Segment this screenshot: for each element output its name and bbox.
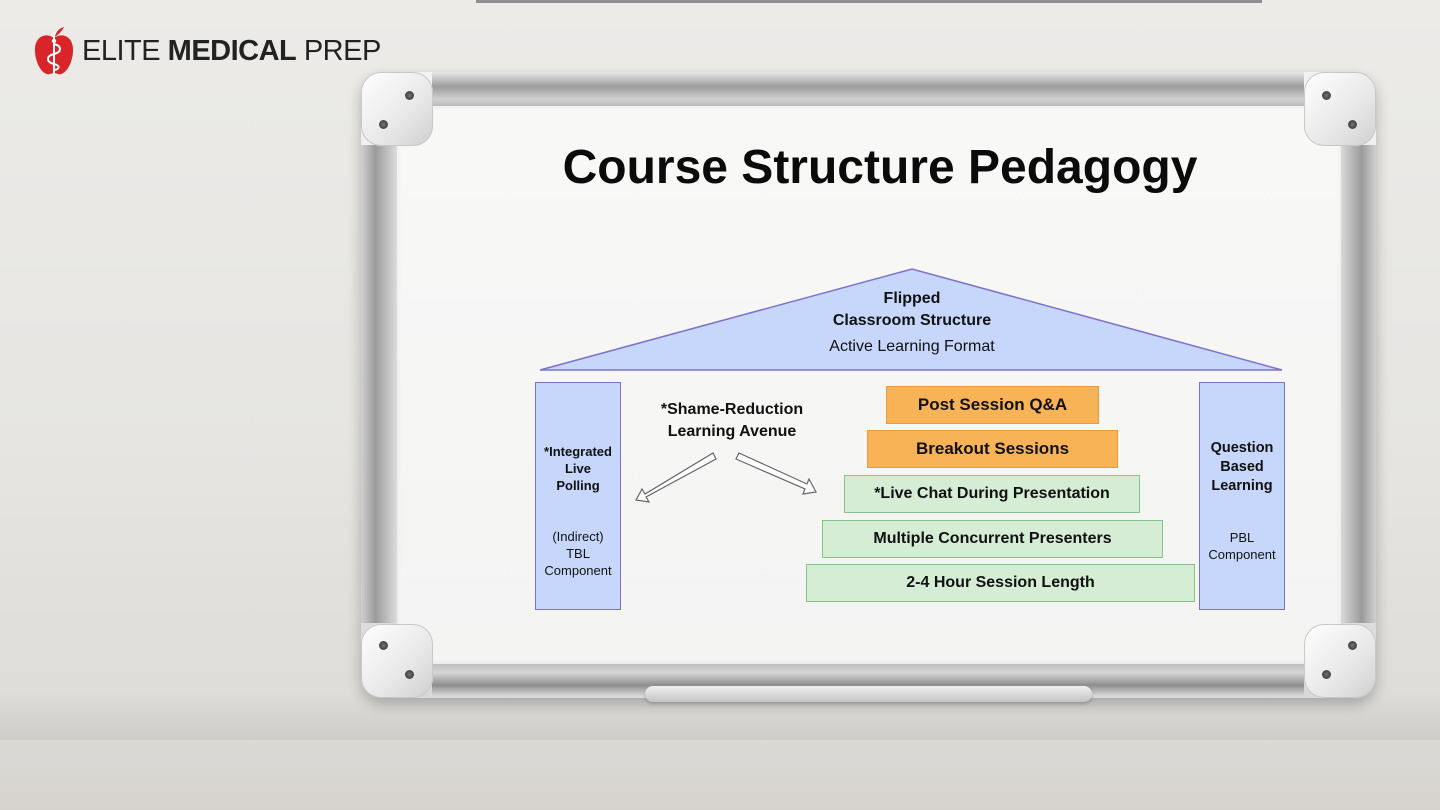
step-session-length: 2-4 Hour Session Length — [806, 564, 1195, 602]
pillar-left-title-line: Polling — [556, 478, 600, 493]
pillar-right-title: Question Based Learning — [1200, 439, 1284, 496]
slide-title: Course Structure Pedagogy — [562, 141, 1198, 194]
roof-title-line1: Flipped — [883, 290, 941, 307]
pillar-left: *Integrated Live Polling (Indirect) TBL … — [535, 382, 621, 610]
pillar-right-sub-line: PBL — [1229, 530, 1255, 545]
corner-top-right — [1304, 72, 1376, 146]
whiteboard-rail-right — [1340, 145, 1376, 623]
corner-bottom-right — [1304, 624, 1376, 698]
pillar-right-title-line: Question — [1210, 440, 1274, 456]
brand-logo: ELITE MEDICAL PREP — [32, 24, 381, 78]
screw-icon — [1322, 91, 1331, 100]
screw-icon — [405, 91, 414, 100]
corner-top-left — [361, 72, 433, 146]
roof-triangle — [539, 268, 1283, 371]
pillar-left-sub-line: Component — [544, 563, 612, 578]
whiteboard-rail-left — [361, 145, 397, 623]
logo-text-prep: PREP — [296, 34, 381, 67]
pillar-right-sub-line: Component — [1208, 547, 1276, 562]
pillar-left-title: *Integrated Live Polling — [536, 443, 620, 494]
pillar-left-title-line: Live — [564, 461, 591, 476]
screw-icon — [1322, 670, 1331, 679]
pillar-left-title-line: *Integrated — [544, 444, 612, 459]
corner-bottom-left — [361, 624, 433, 698]
pillar-right: Question Based Learning PBL Component — [1199, 382, 1285, 610]
pillar-left-subtitle: (Indirect) TBL Component — [536, 528, 620, 579]
screw-icon — [1348, 120, 1357, 129]
logo-text: ELITE MEDICAL PREP — [82, 35, 381, 68]
step-post-session-qa: Post Session Q&A — [886, 386, 1099, 424]
step-multiple-presenters: Multiple Concurrent Presenters — [822, 520, 1163, 558]
screw-icon — [1348, 641, 1357, 650]
pillar-left-sub-line: TBL — [566, 546, 590, 561]
screw-icon — [405, 670, 414, 679]
arrow-right-icon — [735, 452, 817, 495]
wall-strip — [476, 0, 1262, 3]
arrow-left-icon — [635, 452, 717, 503]
shame-reduction-line1: *Shame-Reduction — [660, 401, 804, 418]
apple-caduceus-icon — [34, 27, 74, 75]
roof-subtitle: Active Learning Format — [829, 338, 995, 355]
roof-title-line2: Classroom Structure — [832, 312, 992, 329]
step-live-chat: *Live Chat During Presentation — [844, 475, 1140, 513]
shame-reduction-label: *Shame-Reduction Learning Avenue — [636, 399, 828, 443]
marker-tray — [645, 686, 1092, 702]
shame-reduction-line2: Learning Avenue — [667, 423, 797, 440]
pillar-right-title-line: Learning — [1211, 478, 1273, 494]
pillar-right-subtitle: PBL Component — [1200, 529, 1284, 563]
logo-text-medical: MEDICAL — [167, 34, 297, 67]
whiteboard-rail-top — [432, 72, 1304, 108]
screw-icon — [379, 120, 388, 129]
screw-icon — [379, 641, 388, 650]
logo-text-elite: ELITE — [82, 34, 168, 67]
step-breakout-sessions: Breakout Sessions — [867, 430, 1118, 468]
pillar-right-title-line: Based — [1220, 459, 1264, 475]
pillar-left-sub-line: (Indirect) — [552, 529, 604, 544]
